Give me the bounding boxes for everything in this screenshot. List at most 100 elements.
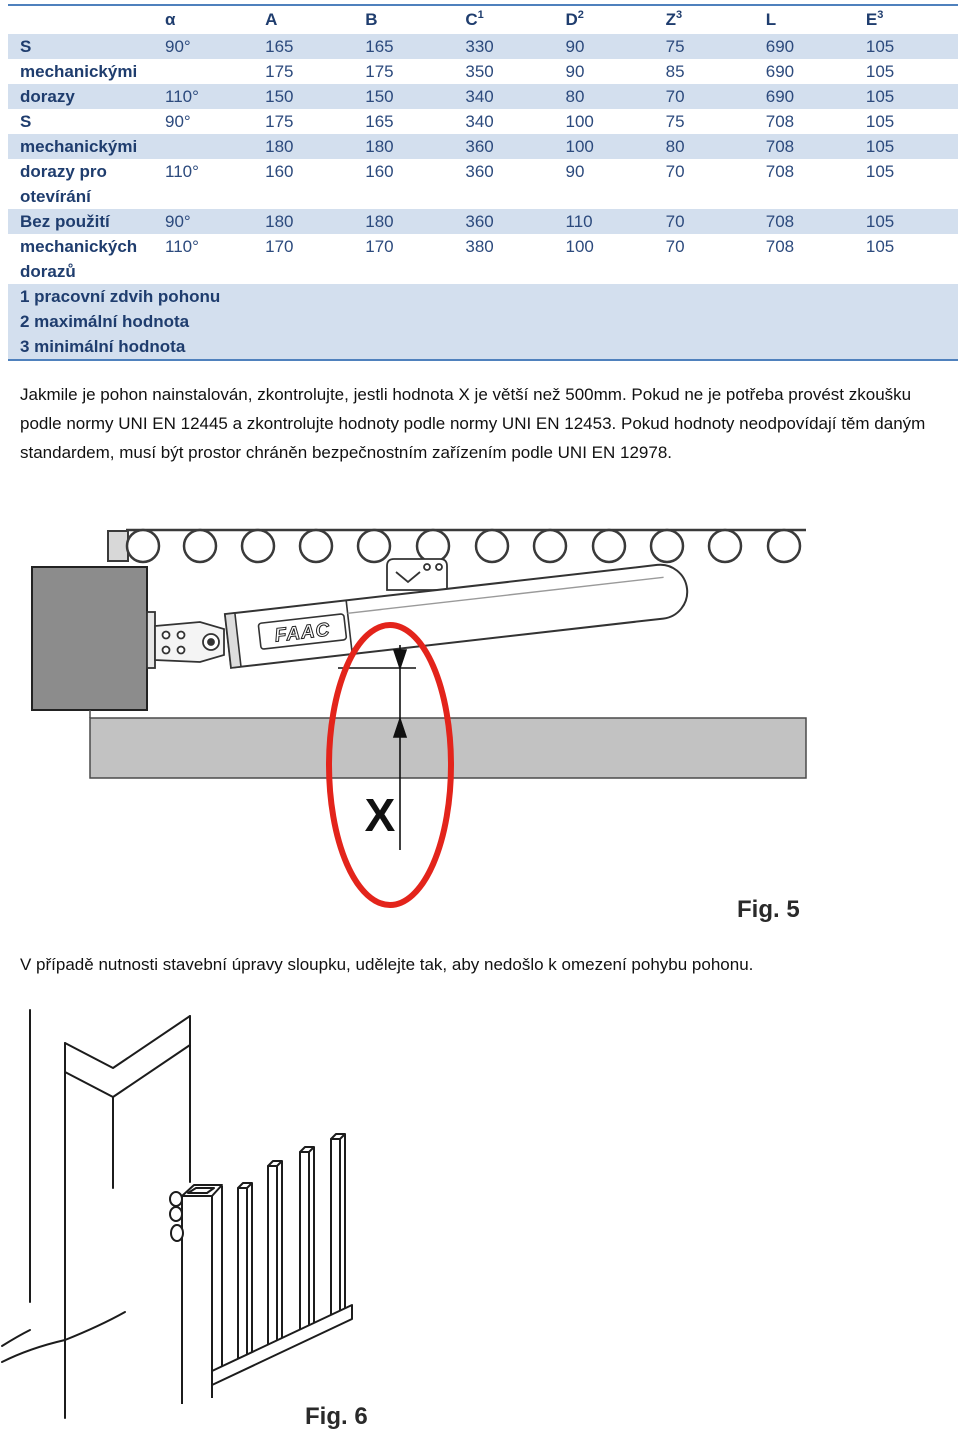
value-d (558, 259, 658, 284)
value-e: 105 (857, 134, 958, 159)
gate-ornament (474, 528, 510, 564)
fence-bar (330, 1133, 346, 1316)
row-label: mechanickými (20, 62, 138, 81)
value-c: 330 (457, 34, 558, 59)
value-a (257, 259, 357, 284)
angle-cell (157, 59, 257, 84)
fence-bar-front (299, 1151, 310, 1330)
row-label: S (20, 112, 32, 131)
value-b: 150 (357, 84, 458, 109)
value-b (357, 259, 457, 284)
pillar-modification-note: V případě nutnosti stavební úpravy sloup… (20, 955, 754, 974)
angle-cell (157, 259, 257, 284)
gate-ornament (766, 528, 802, 564)
header-row: α A B C1 D2 Z3 L E3 (8, 5, 958, 34)
angle-cell: 90° (157, 34, 258, 59)
header-a: A (257, 5, 357, 34)
gate-ornament (415, 528, 451, 564)
bolt-icon (435, 563, 443, 571)
header-text: B (365, 10, 378, 29)
header-text: E (865, 10, 878, 29)
hinge-knuckle (169, 1206, 183, 1222)
arrow-down-icon (392, 649, 408, 671)
angle-cell: 110° (157, 84, 258, 109)
pillar-bracket-arm (154, 621, 225, 663)
footnote-marker: 3 (877, 9, 884, 21)
value-z (658, 259, 758, 284)
gate-ornament (298, 528, 334, 564)
header-label-column (8, 5, 157, 34)
value-a: 175 (265, 62, 294, 81)
value-c: 360 (465, 162, 494, 181)
value-c: 350 (465, 62, 494, 81)
value-l (758, 259, 858, 284)
value-e (858, 184, 958, 209)
fence-bar-top (237, 1182, 253, 1189)
value-b: 160 (365, 162, 394, 181)
angle-cell (157, 134, 258, 159)
value-d (558, 184, 658, 209)
value-l: 690 (757, 84, 858, 109)
gate-leaf (107, 528, 806, 564)
fence-bar-top (330, 1133, 346, 1140)
pillar-base-line (1, 1339, 66, 1363)
operator-rib (347, 576, 664, 614)
gate-bracket-notch (395, 571, 421, 584)
value-z: 70 (665, 237, 685, 256)
header-text: A (265, 10, 278, 29)
footnote-row: 2 maximální hodnota (8, 309, 958, 334)
fence-bar-front (237, 1187, 248, 1359)
row-label: Bez použití (8, 209, 157, 234)
figure-6-caption: Fig. 6 (305, 1403, 368, 1430)
figure-5-caption: Fig. 5 (737, 896, 800, 923)
value-l: 708 (757, 134, 858, 159)
angle-cell: 110° (165, 162, 199, 181)
footnote-marker: 1 (477, 9, 484, 21)
fence-bar (299, 1146, 315, 1330)
brand-label-plate (257, 613, 348, 650)
row-label: mechanických (20, 237, 138, 256)
table-header: α A B C1 D2 Z3 L E3 (8, 5, 958, 34)
value-l: 690 (757, 34, 858, 59)
value-e: 105 (865, 62, 895, 81)
clearance-instructions: Jakmile je pohon nainstalován, zkontrolu… (20, 385, 926, 462)
bolt-icon (176, 645, 186, 655)
value-b: 165 (365, 112, 394, 131)
figure-6: Fig. 6 (1, 1009, 368, 1430)
value-d: 110 (557, 209, 658, 234)
footnote-marker: 2 (577, 9, 584, 21)
gate-ornament (649, 528, 685, 564)
value-d: 90 (557, 34, 658, 59)
pillar (31, 566, 148, 711)
header-text: D (565, 10, 578, 29)
value-c: 340 (465, 112, 494, 131)
row-label: otevírání (20, 187, 91, 206)
operator-body (223, 563, 689, 669)
value-z: 70 (657, 84, 758, 109)
value-d: 100 (565, 112, 594, 131)
value-d: 80 (557, 84, 658, 109)
bolt-icon (161, 645, 171, 655)
gate-ornament (125, 528, 161, 564)
value-l: 690 (765, 62, 795, 81)
pillar-base-line (1, 1329, 31, 1347)
gate-bracket (386, 558, 448, 591)
value-c (457, 259, 557, 284)
hinge-icon (169, 1191, 184, 1242)
value-b: 180 (357, 134, 458, 159)
value-b: 175 (365, 62, 394, 81)
fence-bar (237, 1182, 253, 1359)
value-a: 160 (265, 162, 294, 181)
footnote-marker: 3 (676, 9, 683, 21)
value-l: 708 (765, 162, 795, 181)
value-e (858, 259, 958, 284)
